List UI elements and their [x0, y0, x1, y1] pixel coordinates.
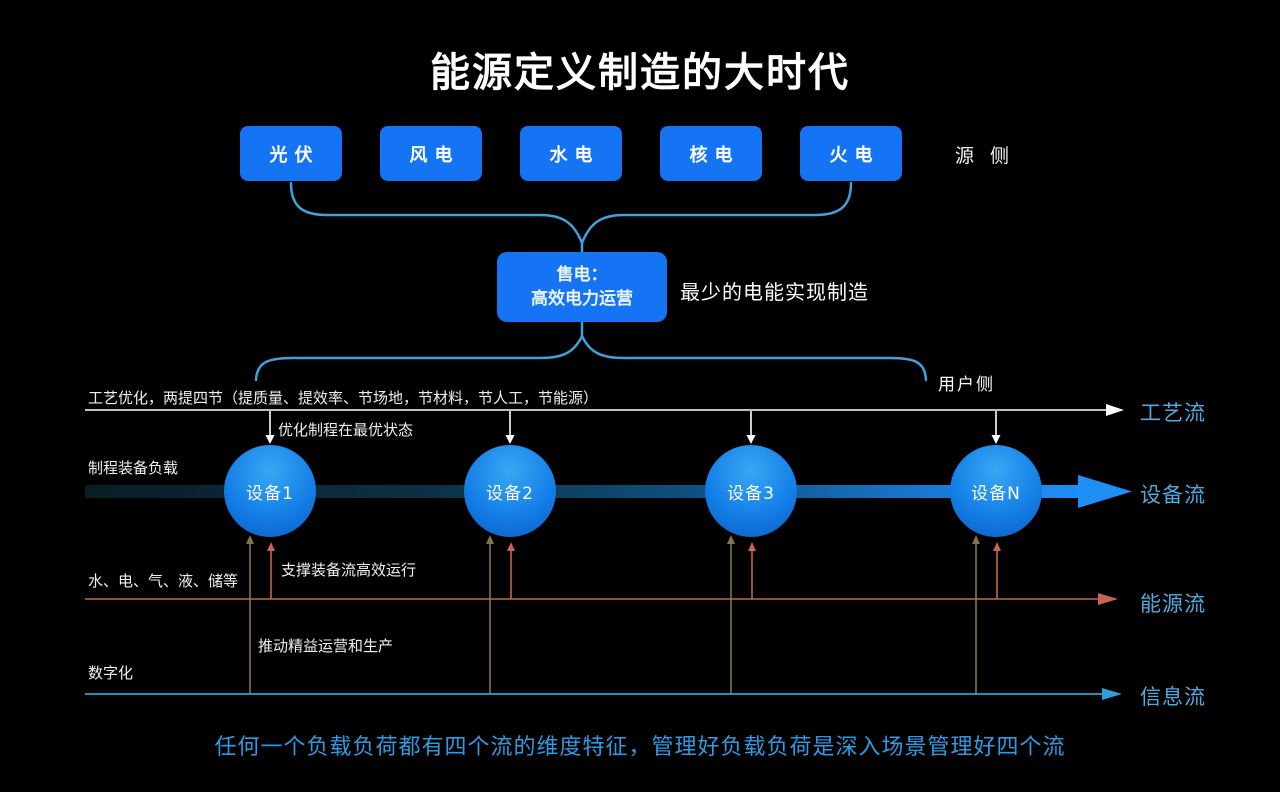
process-flow-line — [85, 404, 1124, 444]
source-node-nuclear: 核电 — [660, 126, 762, 181]
page-title: 能源定义制造的大时代 — [430, 50, 850, 96]
source-node-pv-label: 光伏 — [269, 144, 320, 166]
info-flow-label: 信息流 — [1140, 685, 1206, 709]
device-node-3-label: 设备3 — [727, 483, 775, 504]
device-left-label: 制程装备负载 — [88, 459, 179, 477]
energy-flow-line — [85, 542, 1118, 605]
sale-node-line2: 高效电力运营 — [531, 288, 633, 309]
source-node-nuclear-label: 核电 — [689, 144, 740, 166]
device-flow-band — [85, 475, 1132, 508]
process-flow-label: 工艺流 — [1140, 401, 1206, 425]
sale-node: 售电： 高效电力运营 — [497, 252, 667, 322]
device-node-2-label: 设备2 — [486, 483, 534, 504]
device-node-1-label: 设备1 — [246, 483, 294, 504]
source-node-thermal-label: 火电 — [829, 144, 880, 166]
device-node-2: 设备2 — [464, 445, 556, 537]
device-node-1: 设备1 — [224, 445, 316, 537]
energy-annotation: 支撑装备流高效运行 — [281, 561, 417, 579]
source-node-pv: 光伏 — [240, 126, 342, 181]
info-left-label: 数字化 — [88, 664, 134, 682]
info-annotation: 推动精益运营和生产 — [258, 637, 394, 655]
source-node-wind-label: 风电 — [409, 144, 460, 166]
source-node-hydro: 水电 — [520, 126, 622, 181]
sale-note: 最少的电能实现制造 — [680, 280, 869, 304]
source-node-wind: 风电 — [380, 126, 482, 181]
device-node-3: 设备3 — [705, 445, 797, 537]
sale-node-line1: 售电： — [556, 265, 608, 286]
source-side-label: 源侧 — [955, 145, 1026, 167]
brace-sale-to-user — [254, 321, 928, 382]
energy-flow-label: 能源流 — [1140, 592, 1206, 616]
device-node-n: 设备N — [950, 445, 1042, 537]
device-node-n-label: 设备N — [971, 483, 1021, 504]
brace-sources-to-sale — [289, 181, 853, 254]
info-to-device-arrows — [246, 535, 980, 694]
process-annotation: 优化制程在最优状态 — [278, 421, 414, 439]
process-left-label: 工艺优化，两提四节（提质量、提效率、节场地，节材料，节人工，节能源） — [88, 389, 599, 407]
bottom-caption: 任何一个负载负荷都有四个流的维度特征，管理好负载负荷是深入场景管理好四个流 — [214, 735, 1066, 760]
user-side-label: 用户侧 — [938, 375, 995, 395]
info-flow-line — [85, 688, 1122, 700]
source-node-thermal: 火电 — [800, 126, 902, 181]
source-node-hydro-label: 水电 — [549, 144, 600, 166]
device-flow-label: 设备流 — [1140, 483, 1206, 507]
energy-left-label: 水、电、气、液、储等 — [88, 572, 239, 590]
